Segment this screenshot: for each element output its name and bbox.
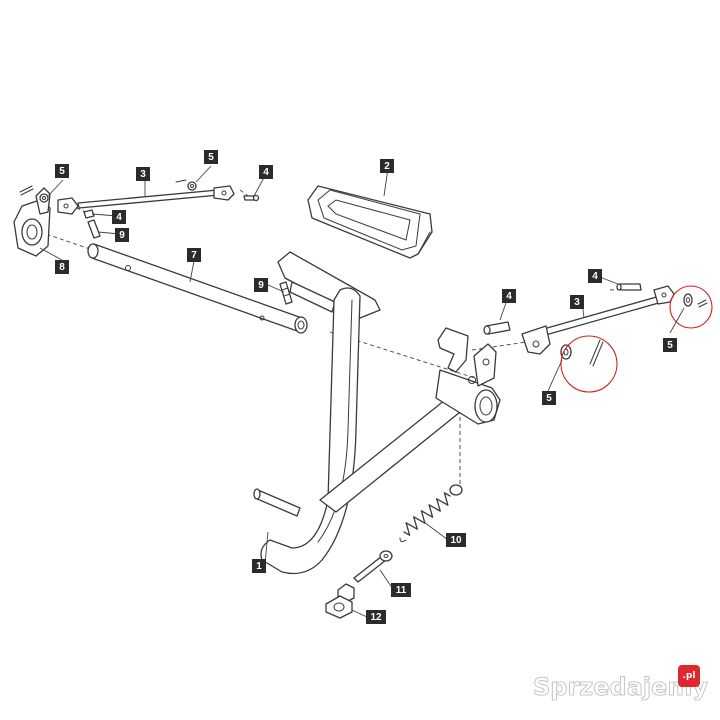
callout-box xyxy=(570,295,584,309)
callout-c3a: 3 xyxy=(136,167,150,181)
callout-c9a: 9 xyxy=(115,228,129,242)
callout-number: 3 xyxy=(574,297,580,308)
callout-number: 8 xyxy=(59,262,65,273)
callout-number: 4 xyxy=(263,167,269,178)
callout-box xyxy=(259,165,273,179)
watermark: Sprzedajemy .pl xyxy=(533,665,709,701)
callout-number: 4 xyxy=(116,212,122,223)
callout-c5d: 5 xyxy=(542,391,556,405)
callout-box xyxy=(187,248,201,262)
callout-number: 7 xyxy=(191,250,197,261)
callout-c5b: 5 xyxy=(204,150,218,164)
callout-box xyxy=(502,289,516,303)
callout-c4d: 4 xyxy=(502,289,516,303)
callout-number: 11 xyxy=(396,585,407,596)
highlight-circle-lower xyxy=(560,335,618,393)
callout-box xyxy=(112,210,126,224)
callout-box xyxy=(254,278,268,292)
callout-number: 1 xyxy=(256,561,262,572)
callout-number: 12 xyxy=(370,612,382,623)
left-rod-assembly xyxy=(19,179,260,239)
callout-box xyxy=(663,338,677,352)
right-rod-assembly xyxy=(483,283,708,367)
callout-number: 5 xyxy=(59,166,65,177)
callout-number: 9 xyxy=(258,280,264,291)
callout-box xyxy=(380,159,394,173)
watermark-badge-text: .pl xyxy=(683,671,696,681)
pedal-plate xyxy=(277,251,381,319)
callout-number: 10 xyxy=(450,535,462,546)
callout-c4a: 4 xyxy=(259,165,273,179)
brake-lever-frame xyxy=(253,287,501,575)
callout-c7: 7 xyxy=(187,248,201,262)
callout-c5a: 5 xyxy=(55,164,69,178)
callout-c12: 12 xyxy=(366,610,386,624)
callout-box xyxy=(542,391,556,405)
callout-number: 9 xyxy=(119,230,125,241)
callout-box xyxy=(588,269,602,283)
callout-c4b: 4 xyxy=(112,210,126,224)
callout-box xyxy=(55,260,69,274)
highlight-circle-right xyxy=(669,285,713,329)
callout-box xyxy=(204,150,218,164)
callout-number: 3 xyxy=(140,169,146,180)
pedal-pad-rubber xyxy=(307,185,433,259)
callout-box xyxy=(446,533,466,547)
callout-box xyxy=(115,228,129,242)
nuts xyxy=(325,583,355,619)
callout-number: 5 xyxy=(667,340,673,351)
callout-box xyxy=(252,559,266,573)
watermark-badge: .pl xyxy=(678,665,700,687)
leader-lines xyxy=(39,165,685,618)
callout-number: 2 xyxy=(384,161,390,172)
shaft xyxy=(87,243,308,334)
callout-c5c: 5 xyxy=(663,338,677,352)
callout-number: 4 xyxy=(592,271,598,282)
callout-number: 5 xyxy=(546,393,552,404)
callout-c4c: 4 xyxy=(588,269,602,283)
callout-c8: 8 xyxy=(55,260,69,274)
callout-c3b: 3 xyxy=(570,295,584,309)
return-spring xyxy=(399,484,463,543)
callout-box xyxy=(366,610,386,624)
highlight-circles xyxy=(560,285,713,393)
callout-c11: 11 xyxy=(391,583,411,597)
callout-c2: 2 xyxy=(380,159,394,173)
callout-c10: 10 xyxy=(446,533,466,547)
callout-box xyxy=(136,167,150,181)
callout-box xyxy=(55,164,69,178)
callout-box xyxy=(391,583,411,597)
callout-c1: 1 xyxy=(252,559,266,573)
eye-bolt xyxy=(353,550,393,583)
callout-number: 4 xyxy=(506,291,512,302)
roll-pin-center xyxy=(279,281,293,305)
callout-number: 5 xyxy=(208,152,214,163)
callout-c9b: 9 xyxy=(254,278,268,292)
